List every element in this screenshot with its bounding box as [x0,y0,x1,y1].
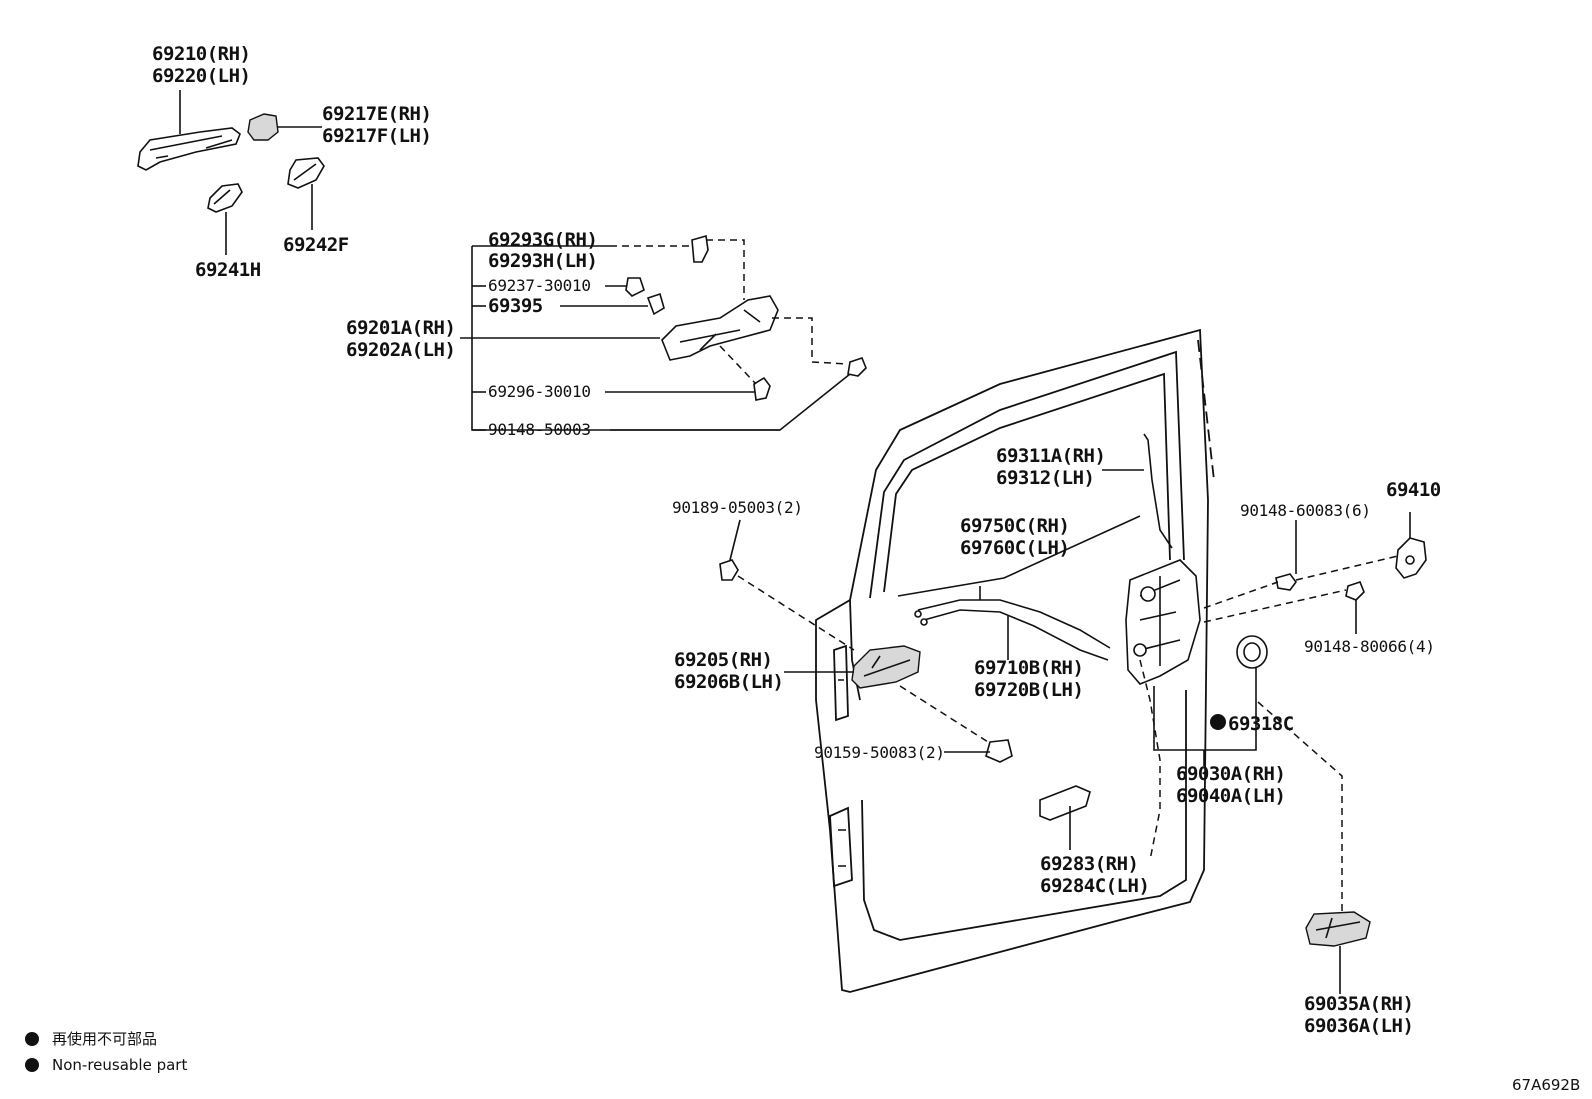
screw-90159 [985,739,1013,763]
label-69237: 69237-30010 [488,276,591,295]
legend-marker-jp [25,1032,39,1046]
label-69206b: 69206B(LH) [674,671,783,693]
outside-handle-part [137,127,241,171]
label-69293g: 69293G(RH) [488,229,597,251]
label-69395: 69395 [488,295,543,317]
grommet-part [625,277,645,297]
label-69720b: 69720B(LH) [974,679,1083,701]
legend-en: Non-reusable part [52,1056,187,1074]
label-90148-50003: 90148-50003 [488,420,591,439]
key-cover-part [247,113,279,141]
cable-69710b [923,609,1109,661]
label-69318c: 69318C [1228,713,1294,735]
label-69040a: 69040A(LH) [1176,785,1285,807]
screw-69296 [753,376,771,401]
label-69202a: 69202A(LH) [346,339,455,361]
label-69210: 69210(RH) [152,43,250,65]
handle-frame-part [661,295,779,361]
label-69283: 69283(RH) [1040,853,1138,875]
handle-pad-front [207,183,243,213]
label-69296: 69296-30010 [488,382,591,401]
label-90189: 90189-05003(2) [672,498,803,517]
door-lock-part [1125,559,1201,685]
label-69241h: 69241H [195,259,261,281]
lock-cover-part [1039,785,1091,821]
label-69201a: 69201A(RH) [346,317,455,339]
label-69217f: 69217F(LH) [322,125,431,147]
label-69293h: 69293H(LH) [488,250,597,272]
label-90159: 90159-50083(2) [814,743,945,762]
label-69760c: 69760C(LH) [960,537,1069,559]
handle-pad-rear [287,157,325,189]
diagram-ref-code: 67A692B [1512,1076,1580,1094]
label-69217e: 69217E(RH) [322,103,431,125]
clip-69395-part [646,292,665,316]
label-69036a: 69036A(LH) [1304,1015,1413,1037]
screw-90189 [719,559,739,581]
door-outline [815,328,1215,993]
label-69205: 69205(RH) [674,649,772,671]
legend-marker-en [25,1058,39,1072]
screw-90148-80066 [1345,581,1365,601]
lock-rod-part [1143,433,1173,549]
door-internals [719,433,1427,994]
label-69311a: 69311A(RH) [996,445,1105,467]
label-90148-60083: 90148-60083(6) [1240,501,1371,520]
label-69220: 69220(LH) [152,65,250,87]
non-reusable-marker [1210,714,1226,730]
inside-handle-part [851,645,921,689]
screw-90148-60083 [1275,573,1297,591]
cable-69750c [917,599,1111,649]
label-69030a: 69030A(RH) [1176,763,1285,785]
label-69312: 69312(LH) [996,467,1094,489]
label-69710b: 69710B(RH) [974,657,1083,679]
label-69242f: 69242F [283,234,349,256]
label-69284c: 69284C(LH) [1040,875,1149,897]
label-69035a: 69035A(RH) [1304,993,1413,1015]
lock-switch-part [1305,911,1371,947]
legend-jp: 再使用不可部品 [52,1030,157,1048]
label-90148-80066: 90148-80066(4) [1304,637,1435,656]
label-69410: 69410 [1386,479,1441,501]
label-69750c: 69750C(RH) [960,515,1069,537]
handle-frame-group [460,234,867,431]
legend: 再使用不可部品 Non-reusable part [25,1030,187,1074]
outside-handle-group [137,90,325,255]
frame-clip-part [691,234,709,263]
screw-90148-50003 [847,357,867,377]
